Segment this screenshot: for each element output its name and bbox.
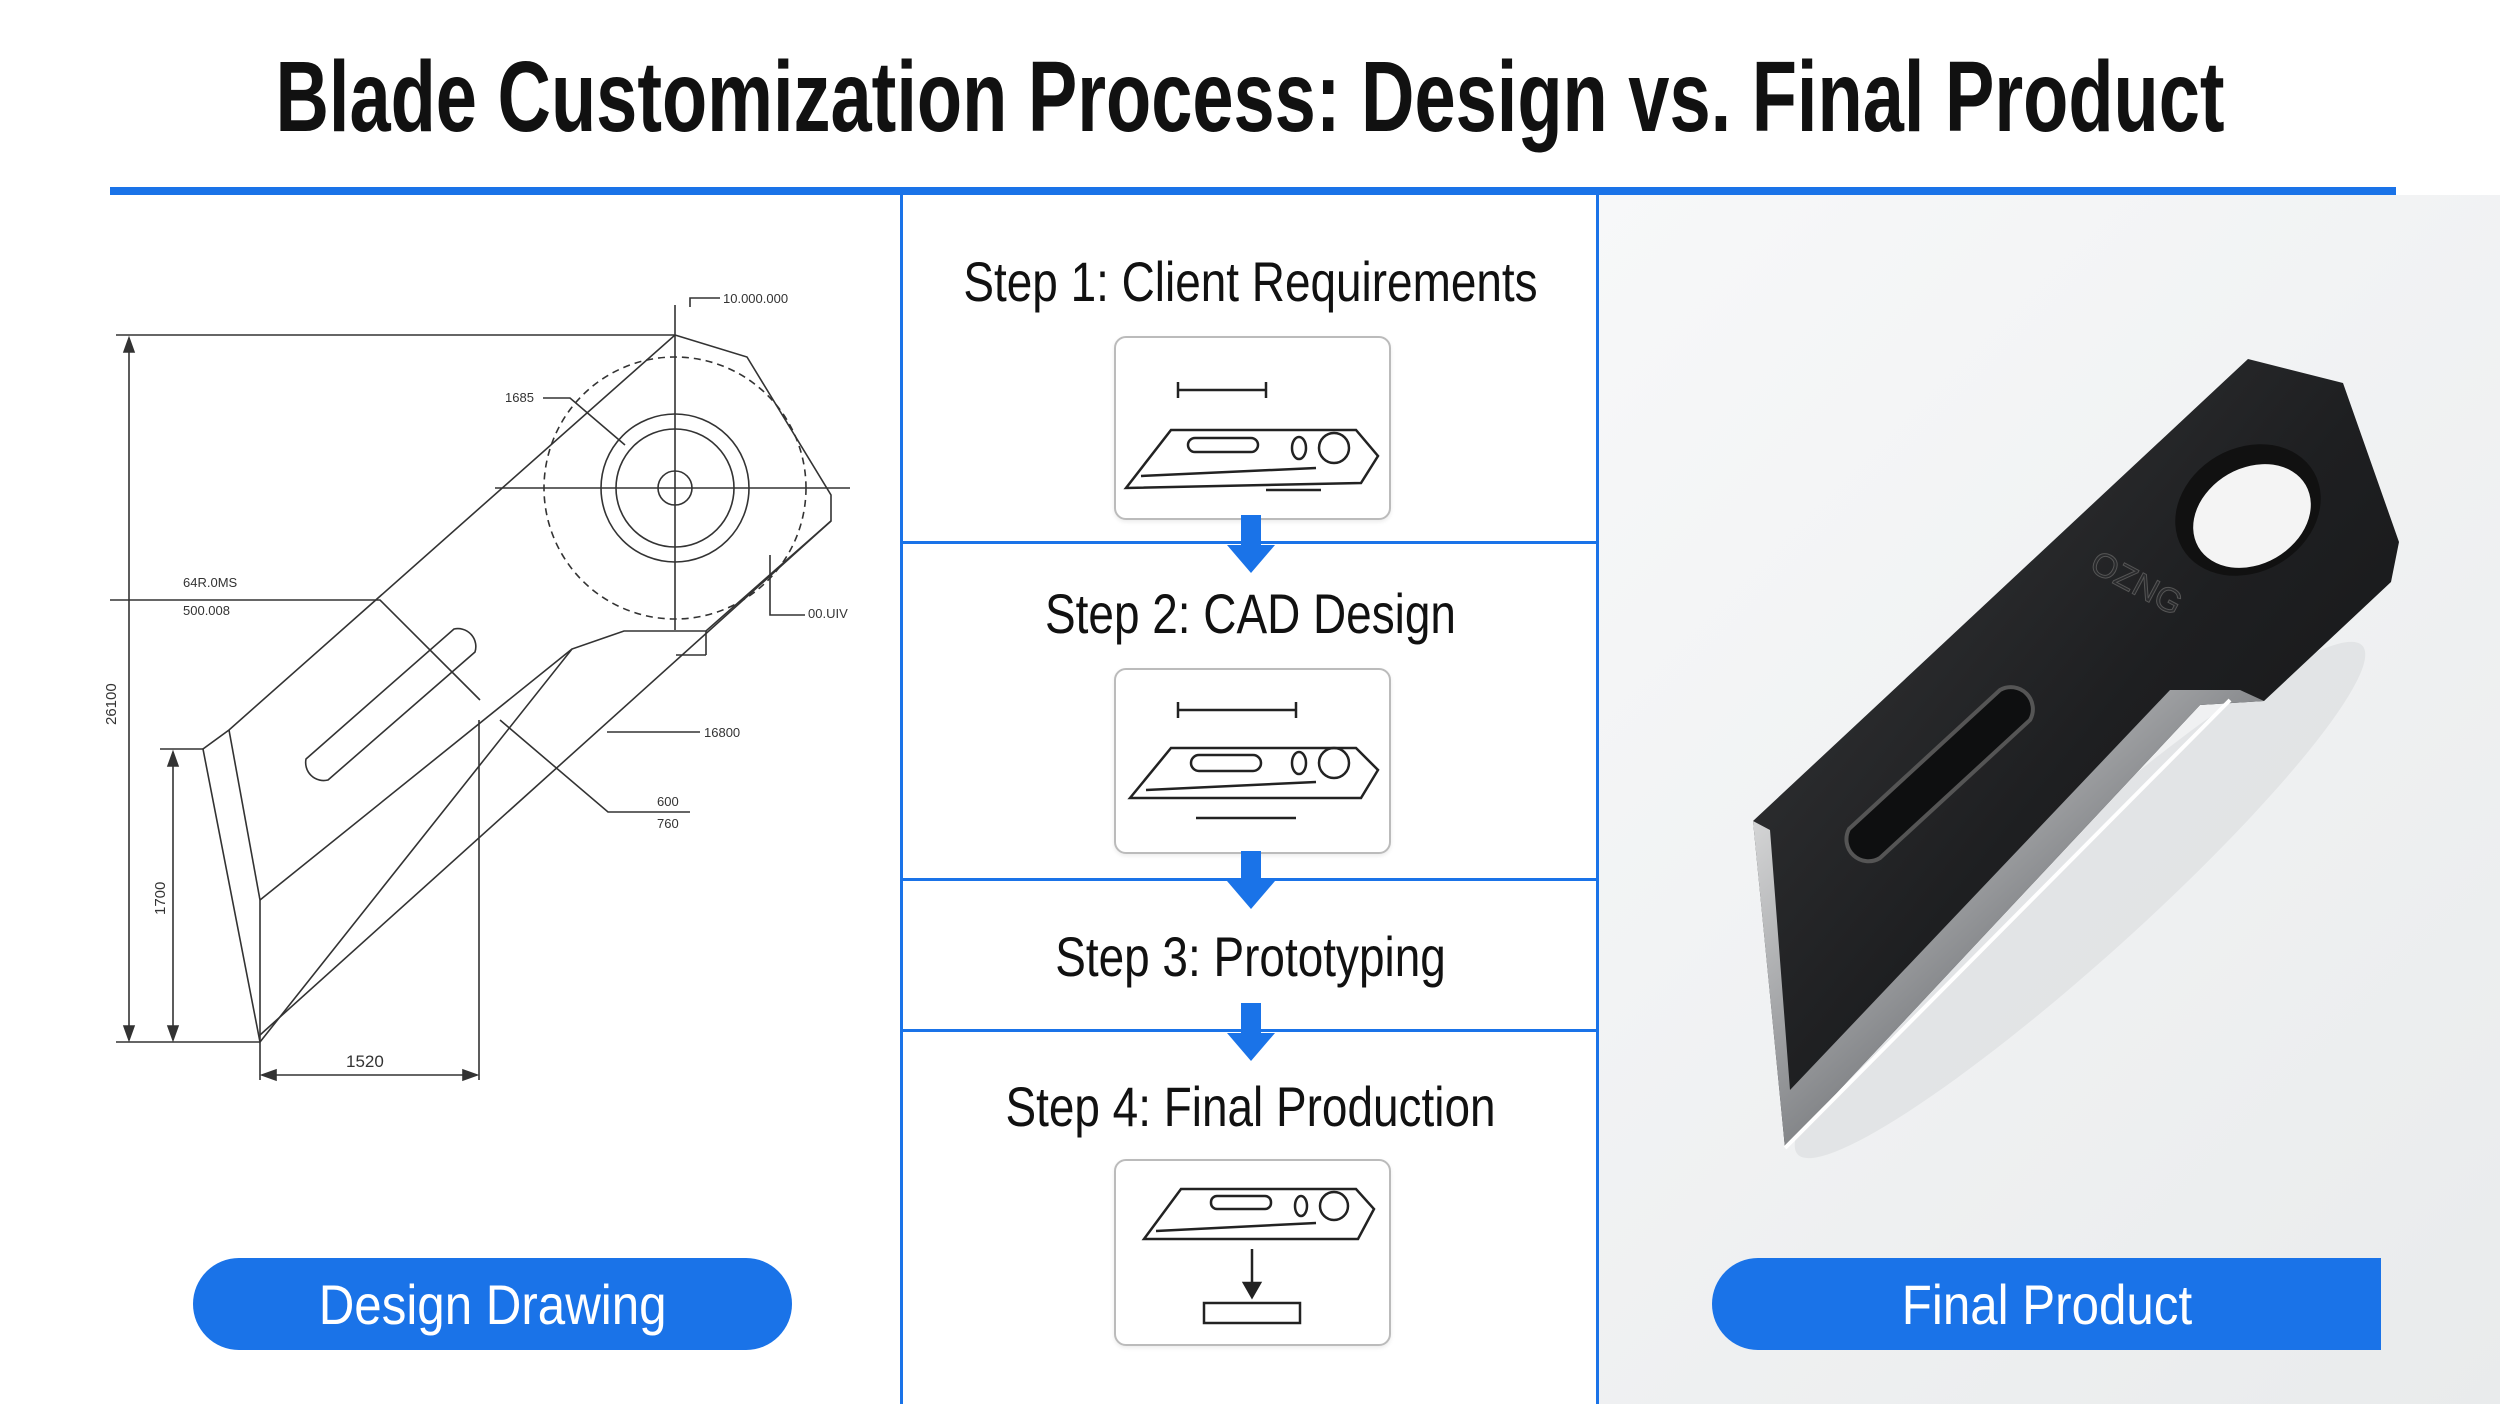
dimension-label: 64R.0MS: [183, 575, 238, 590]
blade-outline: [202, 334, 832, 1044]
step-divider: [902, 1029, 1599, 1032]
dimension-label: 00.UIV: [808, 606, 848, 621]
step-4-icon-box: [1114, 1159, 1391, 1346]
dimension-label: 10.000.000: [723, 291, 788, 306]
final-product-image: OZNG: [1753, 359, 2399, 1159]
column-divider-left: [900, 195, 903, 1404]
blade-requirements-icon: [1123, 382, 1380, 492]
blade-cutting-edge: [1753, 690, 2264, 1148]
final-product-label: Final Product: [1712, 1258, 2381, 1350]
step-divider: [902, 878, 1599, 881]
step-1-icon-box: [1114, 336, 1391, 520]
title-underline: [110, 187, 2396, 195]
blade-production-icon: [1141, 1187, 1376, 1325]
slot-outline: [304, 627, 477, 782]
dimension-label: 26100: [103, 683, 120, 725]
design-drawing-label-text: Design Drawing: [318, 1272, 667, 1336]
step-divider: [902, 541, 1599, 544]
dimension-label: 500.008: [183, 603, 230, 618]
dimension-label: 760: [657, 816, 679, 831]
step-3-label: Step 3: Prototyping: [1055, 925, 1446, 988]
arrow-down-icon: [1227, 851, 1275, 909]
design-drawing-label: Design Drawing: [193, 1258, 792, 1350]
dimension-label: 600: [657, 794, 679, 809]
step-2-label: Step 2: CAD Design: [1045, 582, 1456, 645]
blade-cad-icon: [1127, 702, 1380, 820]
design-drawing: 10.000.000 1685 64R.0MS 500.008 00.UIV 2…: [103, 291, 850, 1082]
step-2-icon-box: [1114, 668, 1391, 854]
step-1-label: Step 1: Client Requirements: [963, 250, 1538, 313]
column-divider-right: [1596, 195, 1599, 1404]
dimension-label: 16800: [704, 725, 740, 740]
blade-slot: [1844, 685, 2035, 864]
page-title: Blade Customization Process: Design vs. …: [275, 41, 2225, 153]
arrow-down-icon: [1227, 515, 1275, 573]
arrow-down-icon: [1227, 1003, 1275, 1061]
dimension-label: 1520: [346, 1052, 384, 1071]
step-4-label: Step 4: Final Production: [1005, 1075, 1496, 1138]
dimension-label: 1685: [505, 390, 534, 405]
dimension-label: 1700: [152, 882, 169, 915]
final-product-label-text: Final Product: [1901, 1272, 2192, 1336]
